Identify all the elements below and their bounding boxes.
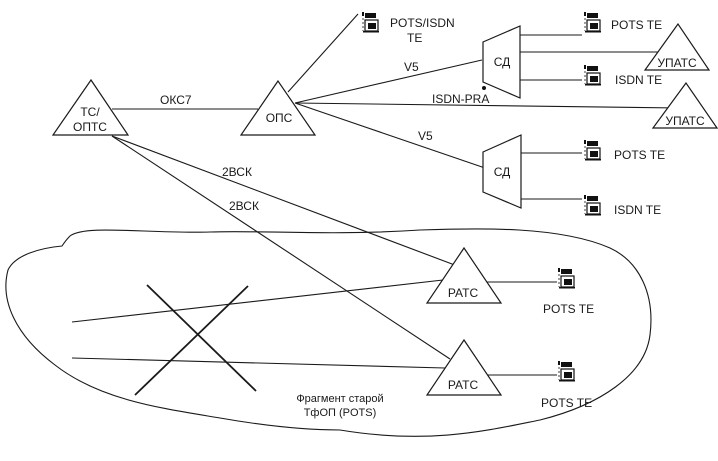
node-upats-1[interactable]: УПАТС [643,22,711,71]
terminal-rats-2-pots[interactable]: POTS TE [541,360,592,410]
label-2bsk-2: 2ВСК [229,199,259,213]
label-2bsk-1: 2ВСК [222,165,252,179]
telephone-icon [557,360,576,383]
terminal-sd-bottom-isdn[interactable]: ISDN TE [583,194,661,217]
terminal-sd-top-pots-label: POTS TE [611,18,662,32]
link-ops-pots-isdn-te [287,13,359,93]
telephone-icon [583,11,602,34]
region-caption-1: Фрагмент старой [296,393,383,405]
link-v5-top [294,59,483,104]
old-pstn-region [5,228,652,437]
terminal-sd-bottom-isdn-label: ISDN TE [614,203,661,217]
terminal-sd-bottom-pots[interactable]: POTS TE [583,139,665,162]
telephone-icon [361,11,380,34]
terminal-sd-top-isdn[interactable]: ISDN TE [583,64,662,87]
telephone-icon [583,139,602,162]
terminal-sd-top-pots[interactable]: POTS TE [583,11,662,34]
node-upats-1-label: УПАТС [657,56,697,70]
link-v5-bottom [294,102,486,169]
node-upats-2-label: УПАТС [665,114,705,128]
label-v5-bottom: V5 [418,129,433,143]
node-ts-opts[interactable]: ТС/ ОПТС [51,78,130,136]
terminal-rats-2-pots-label: POTS TE [541,396,592,410]
node-sd-bottom[interactable]: СД [482,134,522,209]
node-rats-2-label: РАТС [448,378,479,392]
telephone-icon [583,194,602,217]
label-isdn-pra: ISDN-PRA [432,92,489,106]
label-oks7: ОКС7 [160,93,192,107]
terminal-pots-isdn-label-1: POTS/ISDN [390,16,455,30]
node-rats-2[interactable]: РАТС [425,338,503,396]
link-old-trunk-2 [71,357,446,369]
node-sd-top[interactable]: СД [482,25,521,99]
terminal-pots-isdn-label-2: TE [407,31,422,45]
decommissioned-cross [134,284,257,396]
telephone-icon [583,64,602,87]
terminal-sd-bottom-pots-label: POTS TE [614,148,665,162]
node-ts-opts-label-1: ТС/ [80,105,100,119]
label-v5-top: V5 [404,60,419,74]
node-sd-bottom-label: СД [494,165,511,179]
link-2bsk-2 [111,135,451,360]
telephone-icon [557,267,576,290]
terminal-sd-top-isdn-label: ISDN TE [615,73,662,87]
terminal-pots-isdn[interactable]: POTS/ISDN TE [361,11,455,45]
node-ops[interactable]: ОПС [239,79,317,136]
node-sd-top-label: СД [494,55,511,69]
junction-dot [482,86,486,90]
link-old-trunk-1 [71,279,444,323]
node-ts-opts-label-2: ОПТС [73,120,107,134]
node-rats-1[interactable]: РАТС [425,246,503,304]
node-rats-1-label: РАТС [448,286,479,300]
link-isdn-pra [294,102,681,109]
terminal-rats-1-pots[interactable]: POTS TE [543,267,594,316]
terminal-rats-1-pots-label: POTS TE [543,302,594,316]
node-upats-2[interactable]: УПАТС [651,81,718,129]
link-2bsk-1 [111,135,461,268]
region-caption-2: ТфОП (POTS) [304,407,377,419]
node-ops-label: ОПС [266,111,293,125]
